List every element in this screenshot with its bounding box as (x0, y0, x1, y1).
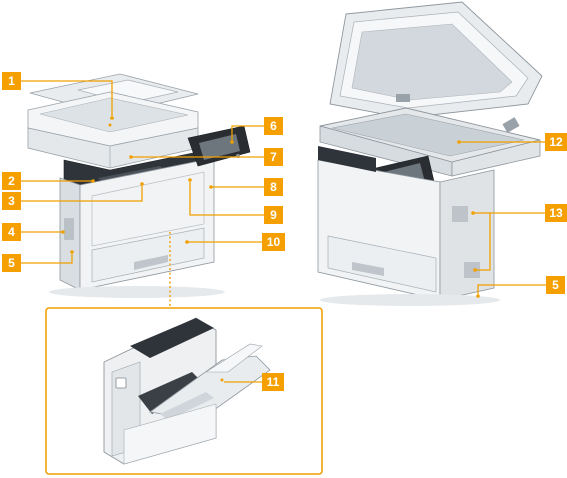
callout-6[interactable]: 6 (264, 117, 283, 135)
callout-3[interactable]: 3 (2, 192, 21, 210)
callout-badges: 1 2 3 4 5 6 7 8 (2, 72, 567, 391)
svg-text:13: 13 (549, 206, 563, 220)
svg-text:10: 10 (267, 235, 281, 249)
svg-text:4: 4 (8, 225, 15, 239)
callout-5-left[interactable]: 5 (2, 254, 21, 272)
callout-10[interactable]: 10 (262, 233, 285, 251)
printer-front-illustration (27, 73, 251, 298)
svg-text:9: 9 (270, 208, 277, 222)
svg-text:1: 1 (8, 74, 15, 88)
svg-text:11: 11 (267, 375, 280, 389)
callout-7[interactable]: 7 (264, 148, 283, 166)
callout-12[interactable]: 12 (545, 133, 567, 151)
svg-text:3: 3 (8, 194, 15, 208)
callout-11[interactable]: 11 (262, 373, 284, 391)
callout-2[interactable]: 2 (2, 172, 21, 190)
callout-8[interactable]: 8 (264, 178, 283, 196)
svg-text:8: 8 (270, 180, 277, 194)
callout-13[interactable]: 13 (545, 204, 567, 222)
svg-text:5: 5 (8, 256, 15, 270)
callout-1[interactable]: 1 (2, 72, 21, 90)
leader-lines (20, 80, 548, 383)
callout-5-right[interactable]: 5 (546, 276, 565, 294)
printer-open-lid-illustration (317, 1, 543, 306)
svg-text:12: 12 (549, 135, 563, 149)
svg-text:5: 5 (552, 278, 559, 292)
svg-text:2: 2 (8, 174, 15, 188)
callout-9[interactable]: 9 (264, 206, 283, 224)
svg-text:7: 7 (270, 150, 277, 164)
callout-4[interactable]: 4 (2, 223, 21, 241)
svg-text:6: 6 (270, 119, 277, 133)
multipurpose-tray-illustration (103, 317, 271, 465)
